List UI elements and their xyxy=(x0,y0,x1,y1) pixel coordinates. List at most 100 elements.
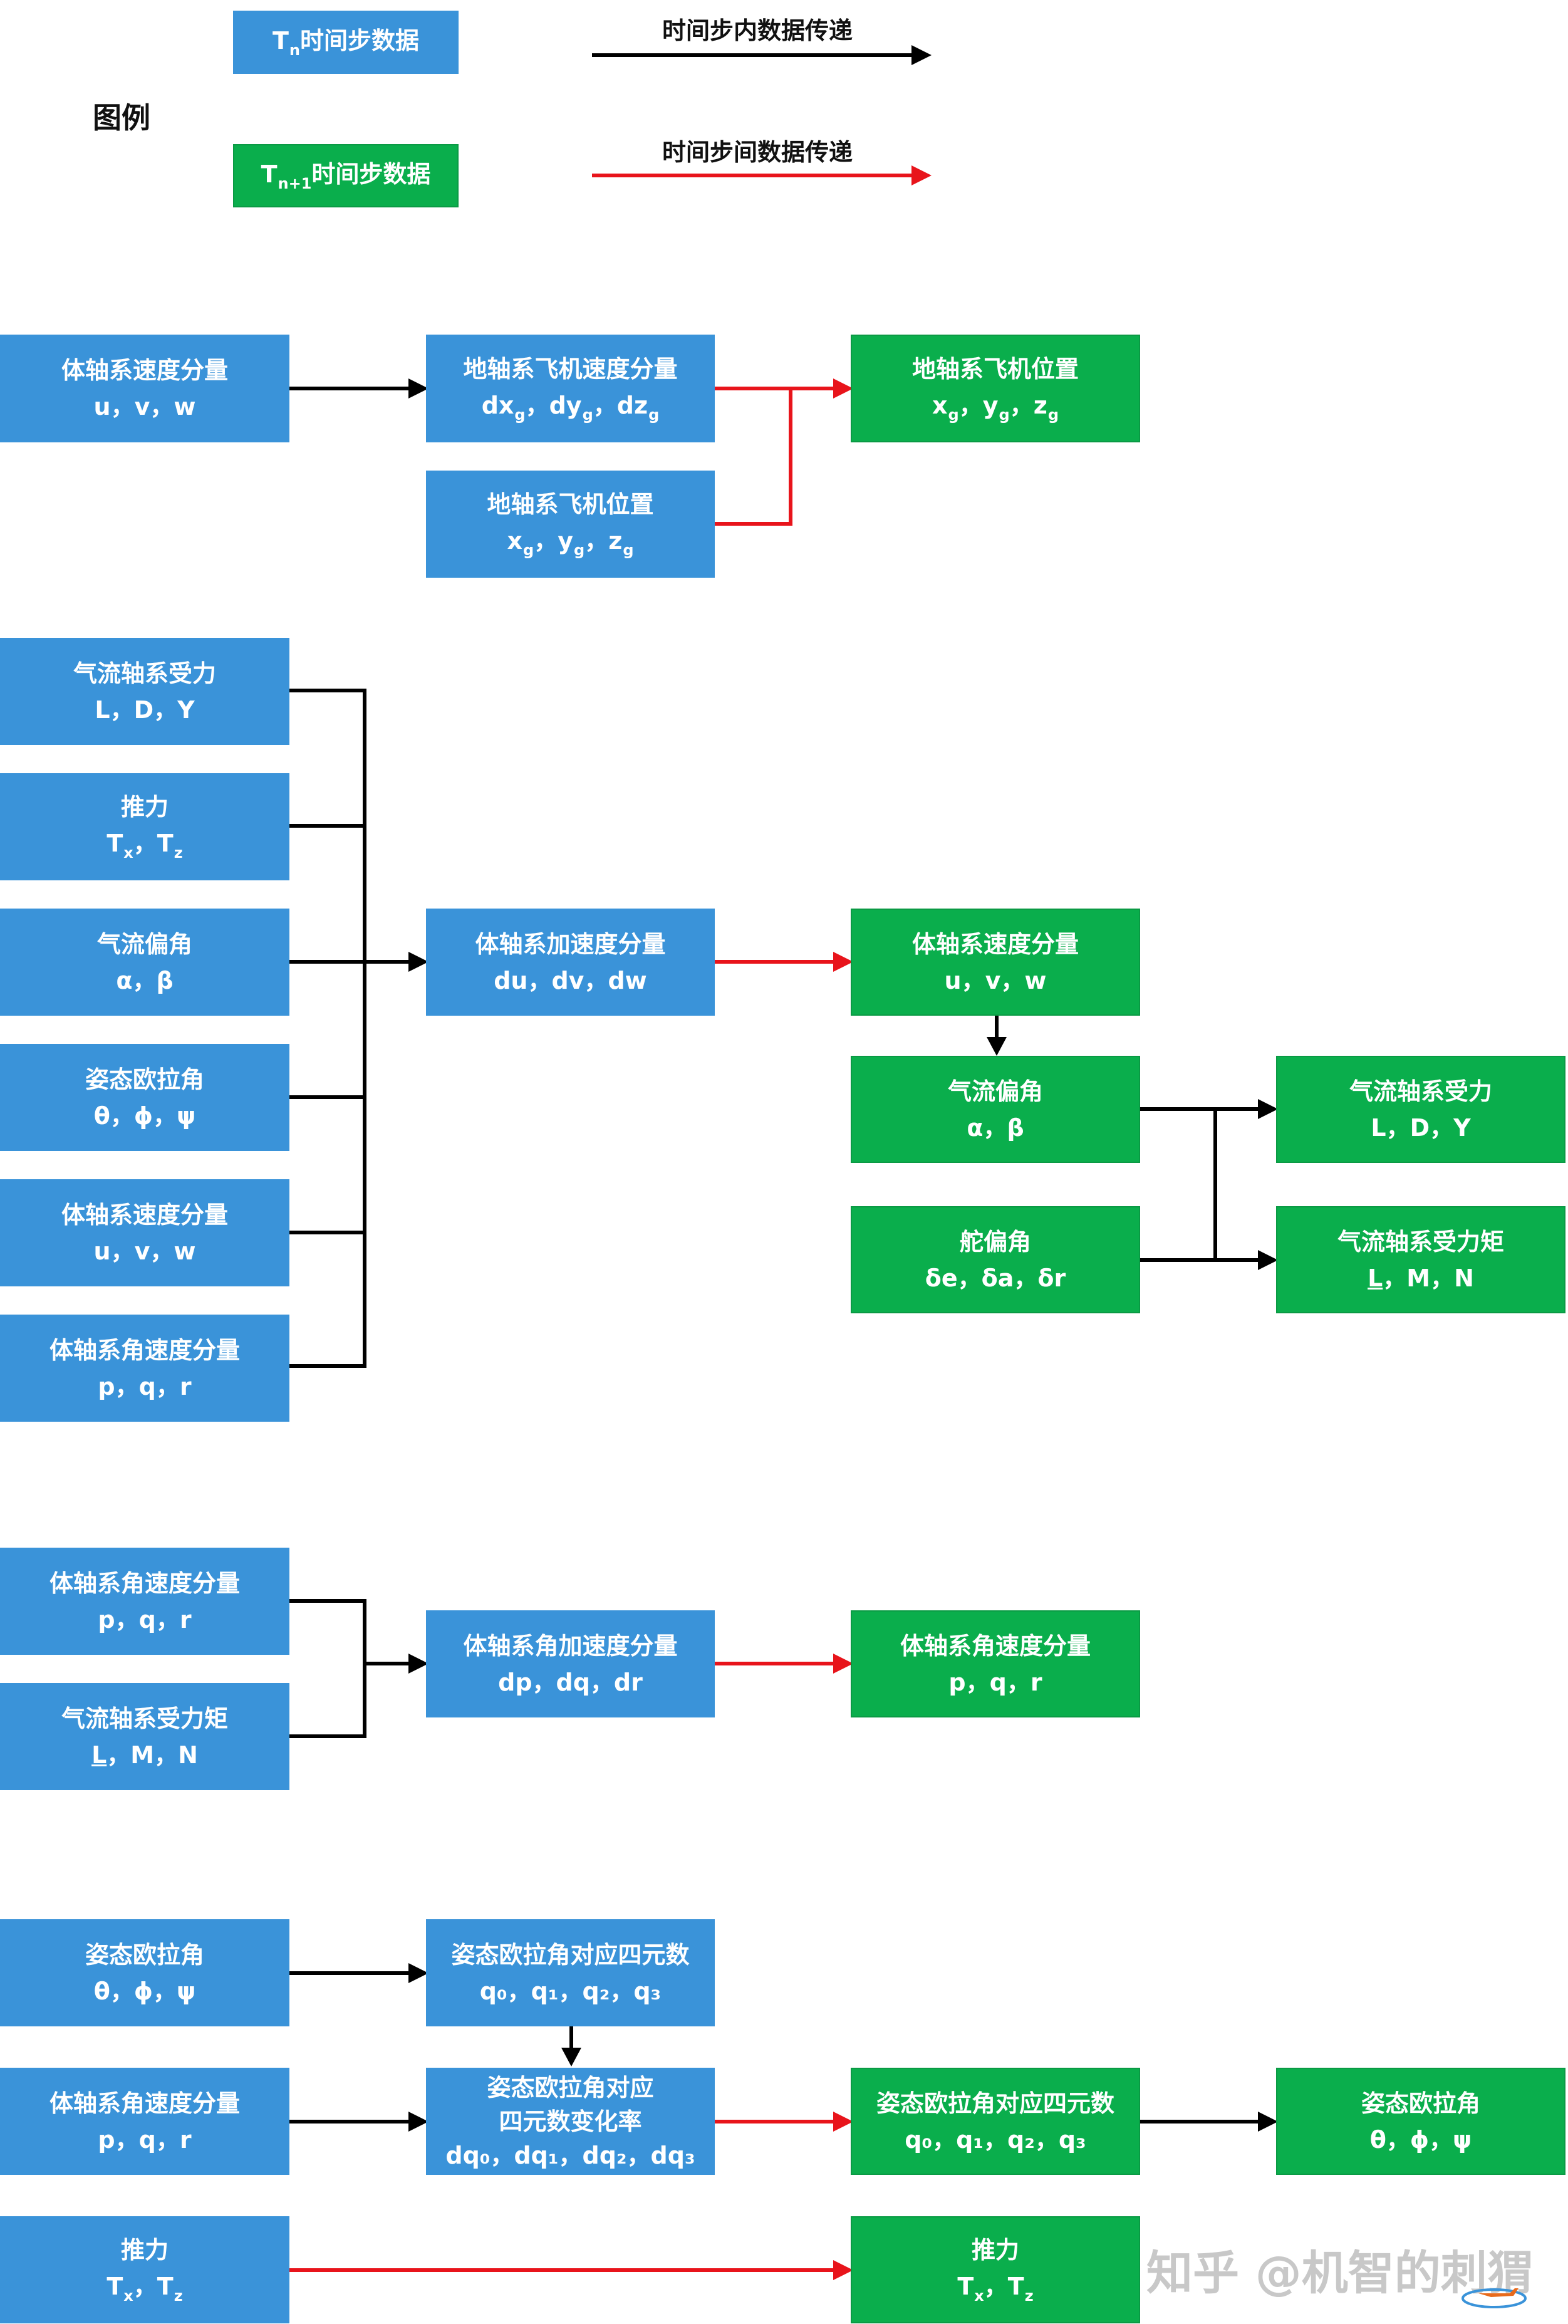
arrow-body-vel-to-earth-vel xyxy=(289,378,428,399)
node-earth-velocity: 地轴系飞机速度分量 dxg，dyg，dzg xyxy=(426,335,715,442)
node-title: 气流偏角 xyxy=(96,930,192,958)
node-angular-acceleration: 体轴系角加速度分量 dp，dq，dr xyxy=(426,1610,715,1717)
legend-title: 图例 xyxy=(93,101,150,135)
node-body-velocity: 体轴系速度分量 u，v，w xyxy=(0,335,289,442)
node-vars: xg，yg，zg xyxy=(932,391,1059,424)
legend-tn-label: Tn时间步数据 xyxy=(272,27,420,59)
node-title: 舵偏角 xyxy=(959,1227,1031,1256)
node-title: 体轴系角加速度分量 xyxy=(463,1632,678,1660)
node-title: 姿态欧拉角对应四元数 xyxy=(876,2089,1114,2117)
node-vars: u，v，w xyxy=(93,393,196,420)
node-body-angular-rate-3: 体轴系角速度分量 p，q，r xyxy=(0,2068,289,2175)
arrow-thrust-to-thrust-next xyxy=(289,2260,853,2280)
node-air-moment: 气流轴系受力矩 L，M，N xyxy=(0,1683,289,1790)
node-title: 姿态欧拉角 xyxy=(1361,2089,1480,2117)
node-vars: p，q，r xyxy=(948,1668,1042,1696)
node-vars: Tx，Tz xyxy=(957,2273,1034,2305)
node-vars: θ，ϕ，ψ xyxy=(93,1102,196,1130)
node-title: 体轴系角速度分量 xyxy=(49,2089,240,2117)
node-air-force-next: 气流轴系受力 L，D，Y xyxy=(1276,1056,1565,1163)
arrow-quat-to-quat-rate xyxy=(561,2026,581,2066)
node-vars: u，v，w xyxy=(944,966,1047,994)
node-title: 气流偏角 xyxy=(947,1077,1043,1105)
node-vars: p，q，r xyxy=(98,2125,192,2154)
node-title: 气流轴系受力矩 xyxy=(1337,1227,1504,1256)
node-euler-angle: 姿态欧拉角 θ，ϕ，ψ xyxy=(0,1044,289,1151)
node-title: 体轴系速度分量 xyxy=(61,1201,228,1229)
legend-inter-arrow xyxy=(592,165,932,185)
node-vars: δe，δa，δr xyxy=(925,1264,1066,1292)
node-quaternion-rate: 姿态欧拉角对应 四元数变化率 dq₀，dq₁，dq₂，dq₃ xyxy=(426,2068,715,2175)
node-vars: θ，ϕ，ψ xyxy=(1369,2125,1472,2154)
arrow-quat-next-to-euler-next xyxy=(1140,2112,1278,2132)
node-vars: q₀，q₁，q₂，q₃ xyxy=(479,1977,662,2005)
legend-tn1-label: Tn+1时间步数据 xyxy=(261,160,431,192)
arrow-quat-rate-to-quat-next xyxy=(715,2112,853,2132)
node-earth-position-prev: 地轴系飞机位置 xg，yg，zg xyxy=(426,471,715,578)
node-vars: L，D，Y xyxy=(95,696,195,724)
node-title: 推力 xyxy=(971,2236,1019,2264)
node-body-angular-rate: 体轴系角速度分量 p，q，r xyxy=(0,1315,289,1422)
node-vars: L，D，Y xyxy=(1371,1113,1471,1142)
node-title: 气流轴系受力 xyxy=(1349,1077,1492,1105)
legend-intra-label: 时间步内数据传递 xyxy=(662,17,853,44)
node-euler-angle-2: 姿态欧拉角 θ，ϕ，ψ xyxy=(0,1919,289,2026)
node-vars: θ，ϕ，ψ xyxy=(93,1977,196,2005)
arrow-vel-to-flow-angle xyxy=(987,1016,1007,1056)
legend-tn-box: Tn时间步数据 xyxy=(233,11,459,74)
node-title: 地轴系飞机位置 xyxy=(911,355,1079,383)
bus-rate-moment-to-ang-acc xyxy=(289,1599,428,1738)
node-euler-angle-next: 姿态欧拉角 θ，ϕ，ψ xyxy=(1276,2068,1565,2175)
node-vars: p，q，r xyxy=(98,1605,192,1634)
arrow-earth-to-position xyxy=(715,378,853,526)
bus-to-forces-moments xyxy=(1140,1099,1278,1270)
watermark: 知乎 @机智的刺猬 xyxy=(1146,2246,1534,2300)
node-title: 地轴系飞机速度分量 xyxy=(463,355,678,383)
node-vars: xg，yg，zg xyxy=(507,527,634,559)
node-title-line1: 姿态欧拉角对应 xyxy=(487,2073,654,2102)
node-vars: α，β xyxy=(116,966,174,994)
node-vars: dp，dq，dr xyxy=(498,1668,643,1696)
node-air-moment-next: 气流轴系受力矩 L，M，N xyxy=(1276,1206,1565,1313)
node-thrust-next: 推力 Tx，Tz xyxy=(851,2216,1140,2323)
node-body-angular-rate-2: 体轴系角速度分量 p，q，r xyxy=(0,1548,289,1655)
node-vars: dxg，dyg，dzg xyxy=(481,391,660,424)
node-title: 气流轴系受力矩 xyxy=(61,1704,228,1733)
legend-intra-arrow xyxy=(592,45,932,65)
legend-tn1-box: Tn+1时间步数据 xyxy=(233,144,459,207)
node-title: 体轴系速度分量 xyxy=(61,357,228,384)
node-title: 体轴系角速度分量 xyxy=(900,1632,1091,1660)
node-title: 推力 xyxy=(120,793,169,821)
node-flow-angle-next: 气流偏角 α，β xyxy=(851,1056,1140,1163)
node-flow-angle: 气流偏角 α，β xyxy=(0,909,289,1016)
node-earth-position-next: 地轴系飞机位置 xg，yg，zg xyxy=(851,335,1140,442)
node-title: 体轴系角速度分量 xyxy=(49,1569,240,1597)
node-vars: p，q，r xyxy=(98,1372,192,1400)
node-title: 体轴系加速度分量 xyxy=(475,930,666,958)
node-title: 体轴系速度分量 xyxy=(911,930,1079,958)
node-vars: α，β xyxy=(967,1113,1024,1142)
node-vars: Tx，Tz xyxy=(106,830,183,862)
node-body-angular-rate-next: 体轴系角速度分量 p，q，r xyxy=(851,1610,1140,1717)
arrow-euler-to-quat xyxy=(289,1963,428,1983)
node-title: 姿态欧拉角 xyxy=(85,1065,204,1093)
arrow-rate-to-quat-rate xyxy=(289,2112,428,2132)
node-thrust-2: 推力 Tx，Tz xyxy=(0,2216,289,2323)
node-air-force: 气流轴系受力 L，D，Y xyxy=(0,638,289,745)
node-title: 姿态欧拉角 xyxy=(85,1941,204,1969)
node-thrust: 推力 Tx，Tz xyxy=(0,773,289,880)
node-title-line2: 四元数变化率 xyxy=(499,2107,642,2135)
node-title: 气流轴系受力 xyxy=(73,659,216,687)
node-rudder-angle: 舵偏角 δe，δa，δr xyxy=(851,1206,1140,1313)
node-title: 体轴系角速度分量 xyxy=(49,1336,240,1364)
node-vars: L，M，N xyxy=(91,1741,198,1769)
node-body-velocity-next: 体轴系速度分量 u，v，w xyxy=(851,909,1140,1016)
node-vars: dq₀，dq₁，dq₂，dq₃ xyxy=(445,2141,695,2169)
bus-inputs-to-acc xyxy=(289,689,428,1368)
node-title: 地轴系飞机位置 xyxy=(487,491,654,518)
node-title: 推力 xyxy=(120,2236,169,2264)
node-body-velocity-2: 体轴系速度分量 u，v，w xyxy=(0,1179,289,1286)
node-vars: L，M，N xyxy=(1368,1264,1474,1292)
arrow-ang-acc-to-rate-next xyxy=(715,1654,853,1674)
